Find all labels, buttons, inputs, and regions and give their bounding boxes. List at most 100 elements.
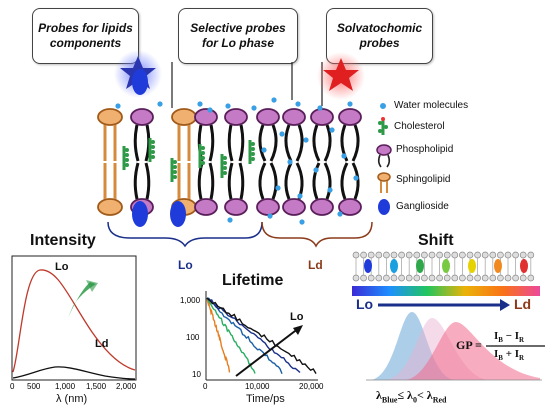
strip-probe (442, 259, 450, 273)
lifetime-title: Lifetime (222, 272, 283, 290)
strip-lipid-head (444, 252, 450, 258)
strip-lipid-head (406, 252, 412, 258)
phospholipid-tail (314, 125, 319, 161)
cholesterol-ring (125, 163, 129, 167)
phospholipid-head (283, 199, 305, 215)
phospholipid-tail (325, 163, 330, 199)
sphingolipid-head (98, 109, 122, 125)
water-molecule (275, 185, 280, 190)
cholesterol-ring (201, 151, 205, 155)
cholesterol-ring (173, 160, 177, 164)
strip-lipid-head (421, 252, 427, 258)
legend-water-label: Water molecules (394, 100, 468, 111)
phospholipid-tail (210, 163, 213, 199)
phospholipid-tail (229, 125, 232, 161)
cholesterol-ring (151, 140, 155, 144)
shift-lo-label: Lo (356, 296, 373, 312)
strip-probe (364, 259, 372, 273)
intensity-xtick: 2,000 (116, 382, 136, 391)
shift-membrane-strip (353, 252, 534, 281)
strip-lipid-head (497, 252, 503, 258)
strip-lipid-head (505, 275, 511, 281)
water-molecule (287, 159, 292, 164)
water-molecule-icon (380, 103, 386, 109)
phospholipid-tail (353, 125, 358, 161)
callout-connectors (172, 62, 322, 108)
strip-lipid-head (452, 252, 458, 258)
phospholipid-tail (260, 125, 265, 161)
strip-lipid-head (414, 275, 420, 281)
decay-curves (207, 298, 316, 374)
lifetime-trend-arrow-line (236, 328, 299, 376)
decay-curve (207, 298, 300, 373)
cholesterol-ring (223, 156, 227, 160)
intensity-lo-label: Lo (55, 261, 68, 273)
strip-lipid-head (437, 275, 443, 281)
shift-rainbow-bar (352, 286, 540, 296)
ganglioside-body (132, 201, 148, 227)
water-molecule (347, 101, 352, 106)
cholesterol-ring (173, 170, 177, 174)
water-molecule (227, 217, 232, 222)
cholesterol-ring (151, 150, 155, 154)
membrane-lo-label: Lo (178, 258, 193, 272)
phospholipid-tail (146, 125, 149, 161)
intensity-xtick: 0 (10, 382, 14, 391)
cholesterol-ring (201, 146, 205, 150)
phospholipid-tail (297, 125, 302, 161)
strip-lipid-head (528, 252, 534, 258)
cholesterol-ring (251, 147, 255, 151)
shift-title: Shift (418, 232, 454, 250)
water-molecule (337, 211, 342, 216)
lifetime-lo-label: Lo (290, 311, 303, 323)
strip-lipid-head (459, 252, 465, 258)
water-molecule (267, 213, 272, 218)
phospholipid-head (131, 109, 153, 125)
strip-lipid-head (391, 252, 397, 258)
phospholipid-icon (377, 145, 391, 167)
strip-lipid-head (391, 275, 397, 281)
strip-lipid-head (475, 275, 481, 281)
strip-lipid-head (429, 252, 435, 258)
strip-lipid-head (459, 275, 465, 281)
water-molecule (303, 137, 308, 142)
phospholipid-tail (286, 125, 291, 161)
intensity-x-axis-label: λ (nm) (56, 393, 87, 405)
lifetime-ytick: 1,000 (180, 296, 200, 305)
membrane-ld-label: Ld (308, 258, 323, 272)
sphingolipid-icon (378, 173, 390, 193)
cholesterol-ring (251, 142, 255, 146)
lifetime-ytick: 10 (192, 370, 201, 379)
phospholipid-head (257, 199, 279, 215)
water-molecule (279, 131, 284, 136)
strip-lipid-head (368, 275, 374, 281)
cholesterol-ring (223, 161, 227, 165)
phospholipid-head (225, 109, 247, 125)
strip-probe (468, 259, 476, 273)
strip-lipid-head (399, 275, 405, 281)
water-molecule (295, 101, 300, 106)
strip-lipid-head (513, 275, 519, 281)
shift-arrowhead-icon (500, 299, 510, 311)
water-molecule (353, 175, 358, 180)
ganglioside-body (170, 201, 186, 227)
intensity-chart (12, 256, 136, 380)
strip-lipid-head (361, 275, 367, 281)
water-molecule (207, 107, 212, 112)
phospholipid-tail (342, 163, 347, 199)
phospholipid-tail (260, 163, 265, 199)
cholesterol-ring (125, 148, 129, 152)
lifetime-x-axis-label: Time/ps (246, 393, 285, 405)
strip-lipid-head (353, 275, 359, 281)
strip-lipid-head (528, 275, 534, 281)
phospholipid-head (339, 109, 361, 125)
phospholipid-tail (135, 163, 138, 199)
phospholipid-tail (353, 163, 358, 199)
cholesterol-ring (125, 158, 129, 162)
phospholipid-tail (210, 125, 213, 161)
strip-lipid-head (444, 275, 450, 281)
phospholipid-head (311, 199, 333, 215)
phospholipid-tail (146, 163, 149, 199)
strip-lipid-head (520, 275, 526, 281)
phospholipid-tail (240, 125, 243, 161)
